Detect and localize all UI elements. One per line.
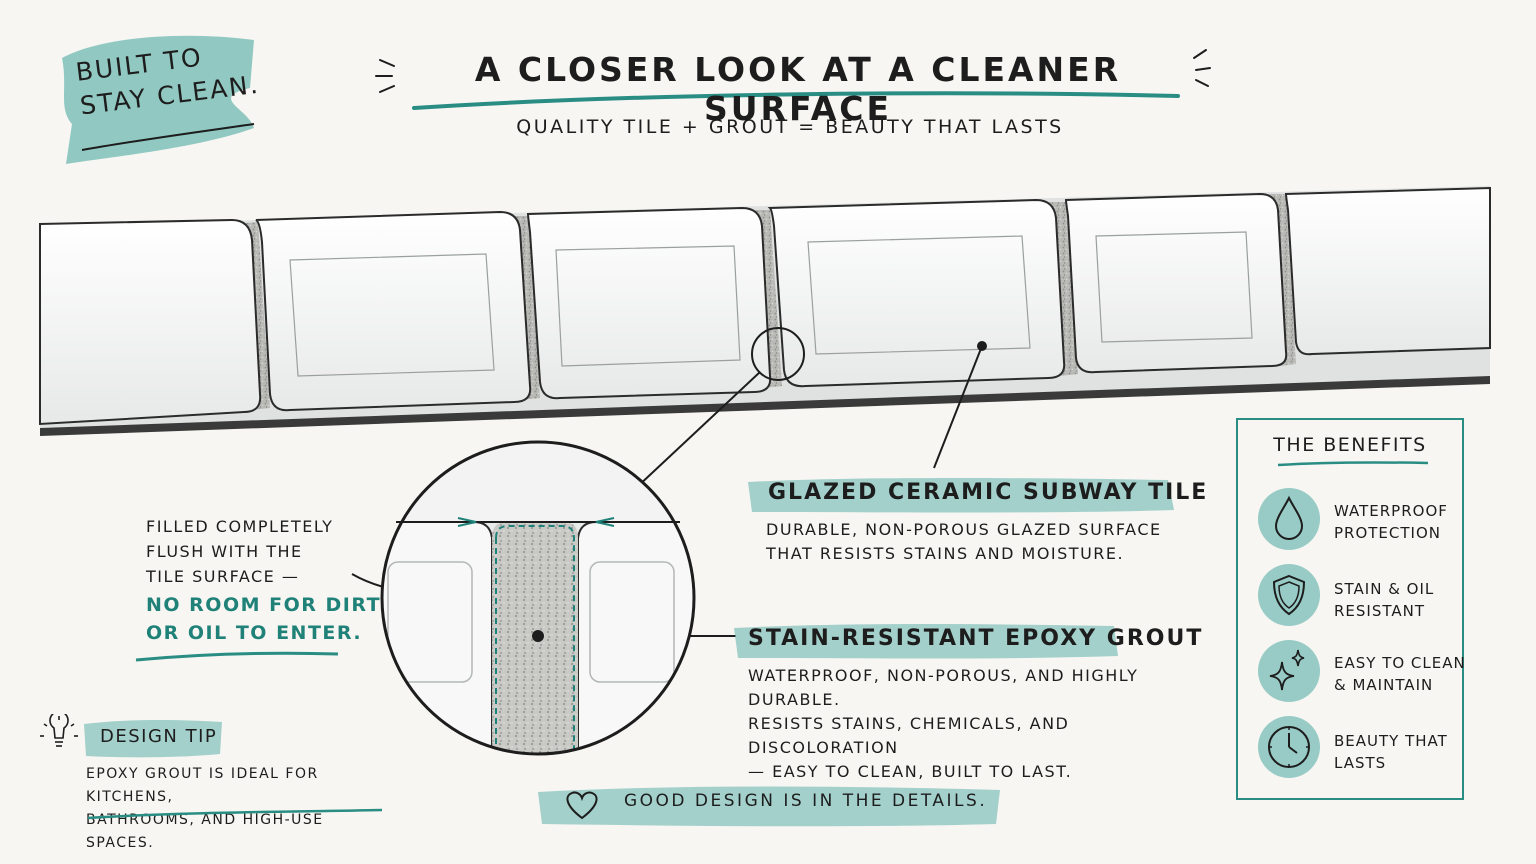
benefit-3-line-1: Easy to clean: [1334, 654, 1466, 672]
tile-description: Durable, non-porous glazed surface that …: [766, 518, 1186, 566]
flush-note-line-3: tile surface —: [146, 567, 300, 586]
benefit-4-text: Beauty that lasts: [1334, 730, 1448, 774]
benefit-2-text: Stain & oil resistant: [1334, 578, 1434, 622]
heart-icon: [566, 791, 598, 820]
benefit-3-text: Easy to clean & maintain: [1334, 652, 1466, 696]
badge-wash: [62, 35, 255, 165]
zoom-source-circle: [751, 327, 805, 381]
grout-desc-line-3: — easy to clean, built to last.: [748, 762, 1073, 781]
shield-icon: [1272, 574, 1306, 616]
benefit-1-text: Waterproof protection: [1334, 500, 1448, 544]
benefit-4-line-1: Beauty that: [1334, 732, 1448, 750]
benefit-4-line-2: lasts: [1334, 754, 1387, 772]
tile-4: [767, 198, 1066, 388]
tile-label: Glazed ceramic subway tile: [768, 480, 1209, 505]
flush-note: Filled completely flush with the tile su…: [146, 514, 386, 589]
page-title: A closer look at a cleaner surface: [474, 50, 1122, 128]
benefit-1-line-2: protection: [1334, 524, 1442, 542]
grout-desc-line-1: Waterproof, non-porous, and highly durab…: [748, 666, 1139, 709]
footer-text: Good design is in the details.: [624, 791, 988, 811]
flush-note-line-1: Filled completely: [146, 517, 334, 536]
flush-emph-line-1: no room for dirt: [146, 594, 382, 616]
tile-3: [526, 206, 772, 400]
page-subtitle: Quality tile + grout = beauty that lasts: [516, 116, 1064, 138]
flush-note-line-2: flush with the: [146, 542, 303, 561]
benefit-1-line-1: Waterproof: [1334, 502, 1448, 520]
flush-emph-line-2: or oil to enter.: [146, 622, 363, 644]
tile-callout-dot: [977, 341, 987, 351]
grout-description: Waterproof, non-porous, and highly durab…: [748, 664, 1188, 784]
tile-row-illustration: [39, 186, 1491, 436]
sparkle-icon: [1269, 649, 1305, 691]
grout-label-wash: [734, 624, 1118, 659]
benefit-3-line-2: & maintain: [1334, 676, 1434, 694]
benefits-panel: [1236, 418, 1464, 800]
benefits-title-underline: [1277, 461, 1429, 467]
clock-icon: [1268, 726, 1310, 768]
grout-zoom-detail: [380, 440, 696, 756]
lightbulb-icon: [40, 714, 78, 747]
design-tip-header: [40, 714, 222, 758]
grout-label: Stain-resistant epoxy grout: [748, 626, 1204, 651]
tile-2: [255, 210, 532, 412]
flush-note-emphasis: no room for dirt or oil to enter.: [146, 591, 386, 647]
benefit-3-badge: [1258, 640, 1320, 702]
title-decoration: [375, 49, 1211, 110]
tile-6: [1284, 186, 1491, 356]
grout-desc-line-2: Resists stains, chemicals, and discolora…: [748, 714, 1070, 757]
tile-desc-line-2: that resists stains and moisture.: [766, 544, 1125, 563]
design-tip-title: Design tip: [100, 726, 218, 747]
tile-label-wash: [748, 478, 1174, 513]
benefits-title: The benefits: [1273, 434, 1427, 456]
benefit-2-line-1: Stain & oil: [1334, 580, 1435, 598]
benefit-2-badge: [1258, 564, 1320, 626]
footer-wash: [538, 786, 1000, 827]
tile-1: [39, 218, 262, 426]
tile-5: [1064, 192, 1288, 374]
water-drop-icon: [1274, 495, 1304, 540]
design-tip-text: Epoxy grout is ideal for kitchens, bathr…: [86, 763, 386, 855]
benefit-2-line-2: resistant: [1334, 602, 1426, 620]
tile-desc-line-1: Durable, non-porous glazed surface: [766, 520, 1162, 539]
design-tip-line-1: Epoxy grout is ideal for kitchens,: [86, 766, 319, 805]
design-tip-underline: [87, 808, 383, 820]
